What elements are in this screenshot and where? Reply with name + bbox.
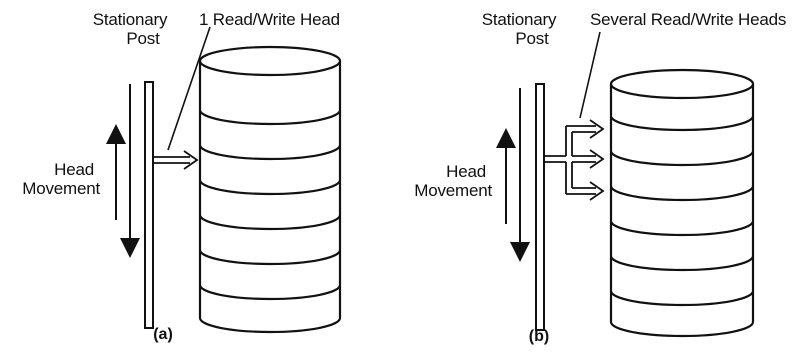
panel-a bbox=[106, 26, 342, 334]
head-leader-line-b bbox=[579, 31, 601, 119]
read-write-heads-label-b: Several Read/Write Heads bbox=[590, 10, 787, 29]
stationary-post-label-a: Stationary Post bbox=[75, 10, 185, 48]
stationary-post-label-b-line2: Post bbox=[515, 29, 549, 48]
read-write-head-label-a: 1 Read/Write Head bbox=[199, 10, 340, 29]
disk-cylinder-b bbox=[609, 68, 755, 338]
caption-a: (a) bbox=[153, 326, 173, 343]
panel-b bbox=[496, 31, 755, 338]
read-write-head-a bbox=[153, 150, 199, 170]
head-leader-line-a bbox=[167, 26, 211, 151]
head-movement-label-a-line1: Head bbox=[54, 160, 94, 179]
caption-b: (b) bbox=[528, 328, 550, 345]
stationary-post-label-b-line1: Stationary bbox=[481, 10, 557, 29]
head-movement-label-b-line2: Movement bbox=[414, 181, 492, 200]
stationary-post-b bbox=[535, 83, 545, 331]
head-movement-label-b-line1: Head bbox=[446, 162, 486, 181]
head-movement-label-a: Head Movement bbox=[0, 160, 100, 198]
head-movement-label-b: Head Movement bbox=[392, 162, 492, 200]
stationary-post-label-a-line1: Stationary bbox=[92, 10, 168, 29]
stationary-post-a bbox=[144, 81, 154, 329]
stationary-post-label-a-line2: Post bbox=[126, 29, 160, 48]
read-write-heads-b bbox=[544, 119, 605, 201]
head-movement-label-a-line2: Movement bbox=[22, 179, 100, 198]
disk-cylinder-a bbox=[198, 45, 342, 334]
stationary-post-label-b: Stationary Post bbox=[464, 10, 574, 48]
